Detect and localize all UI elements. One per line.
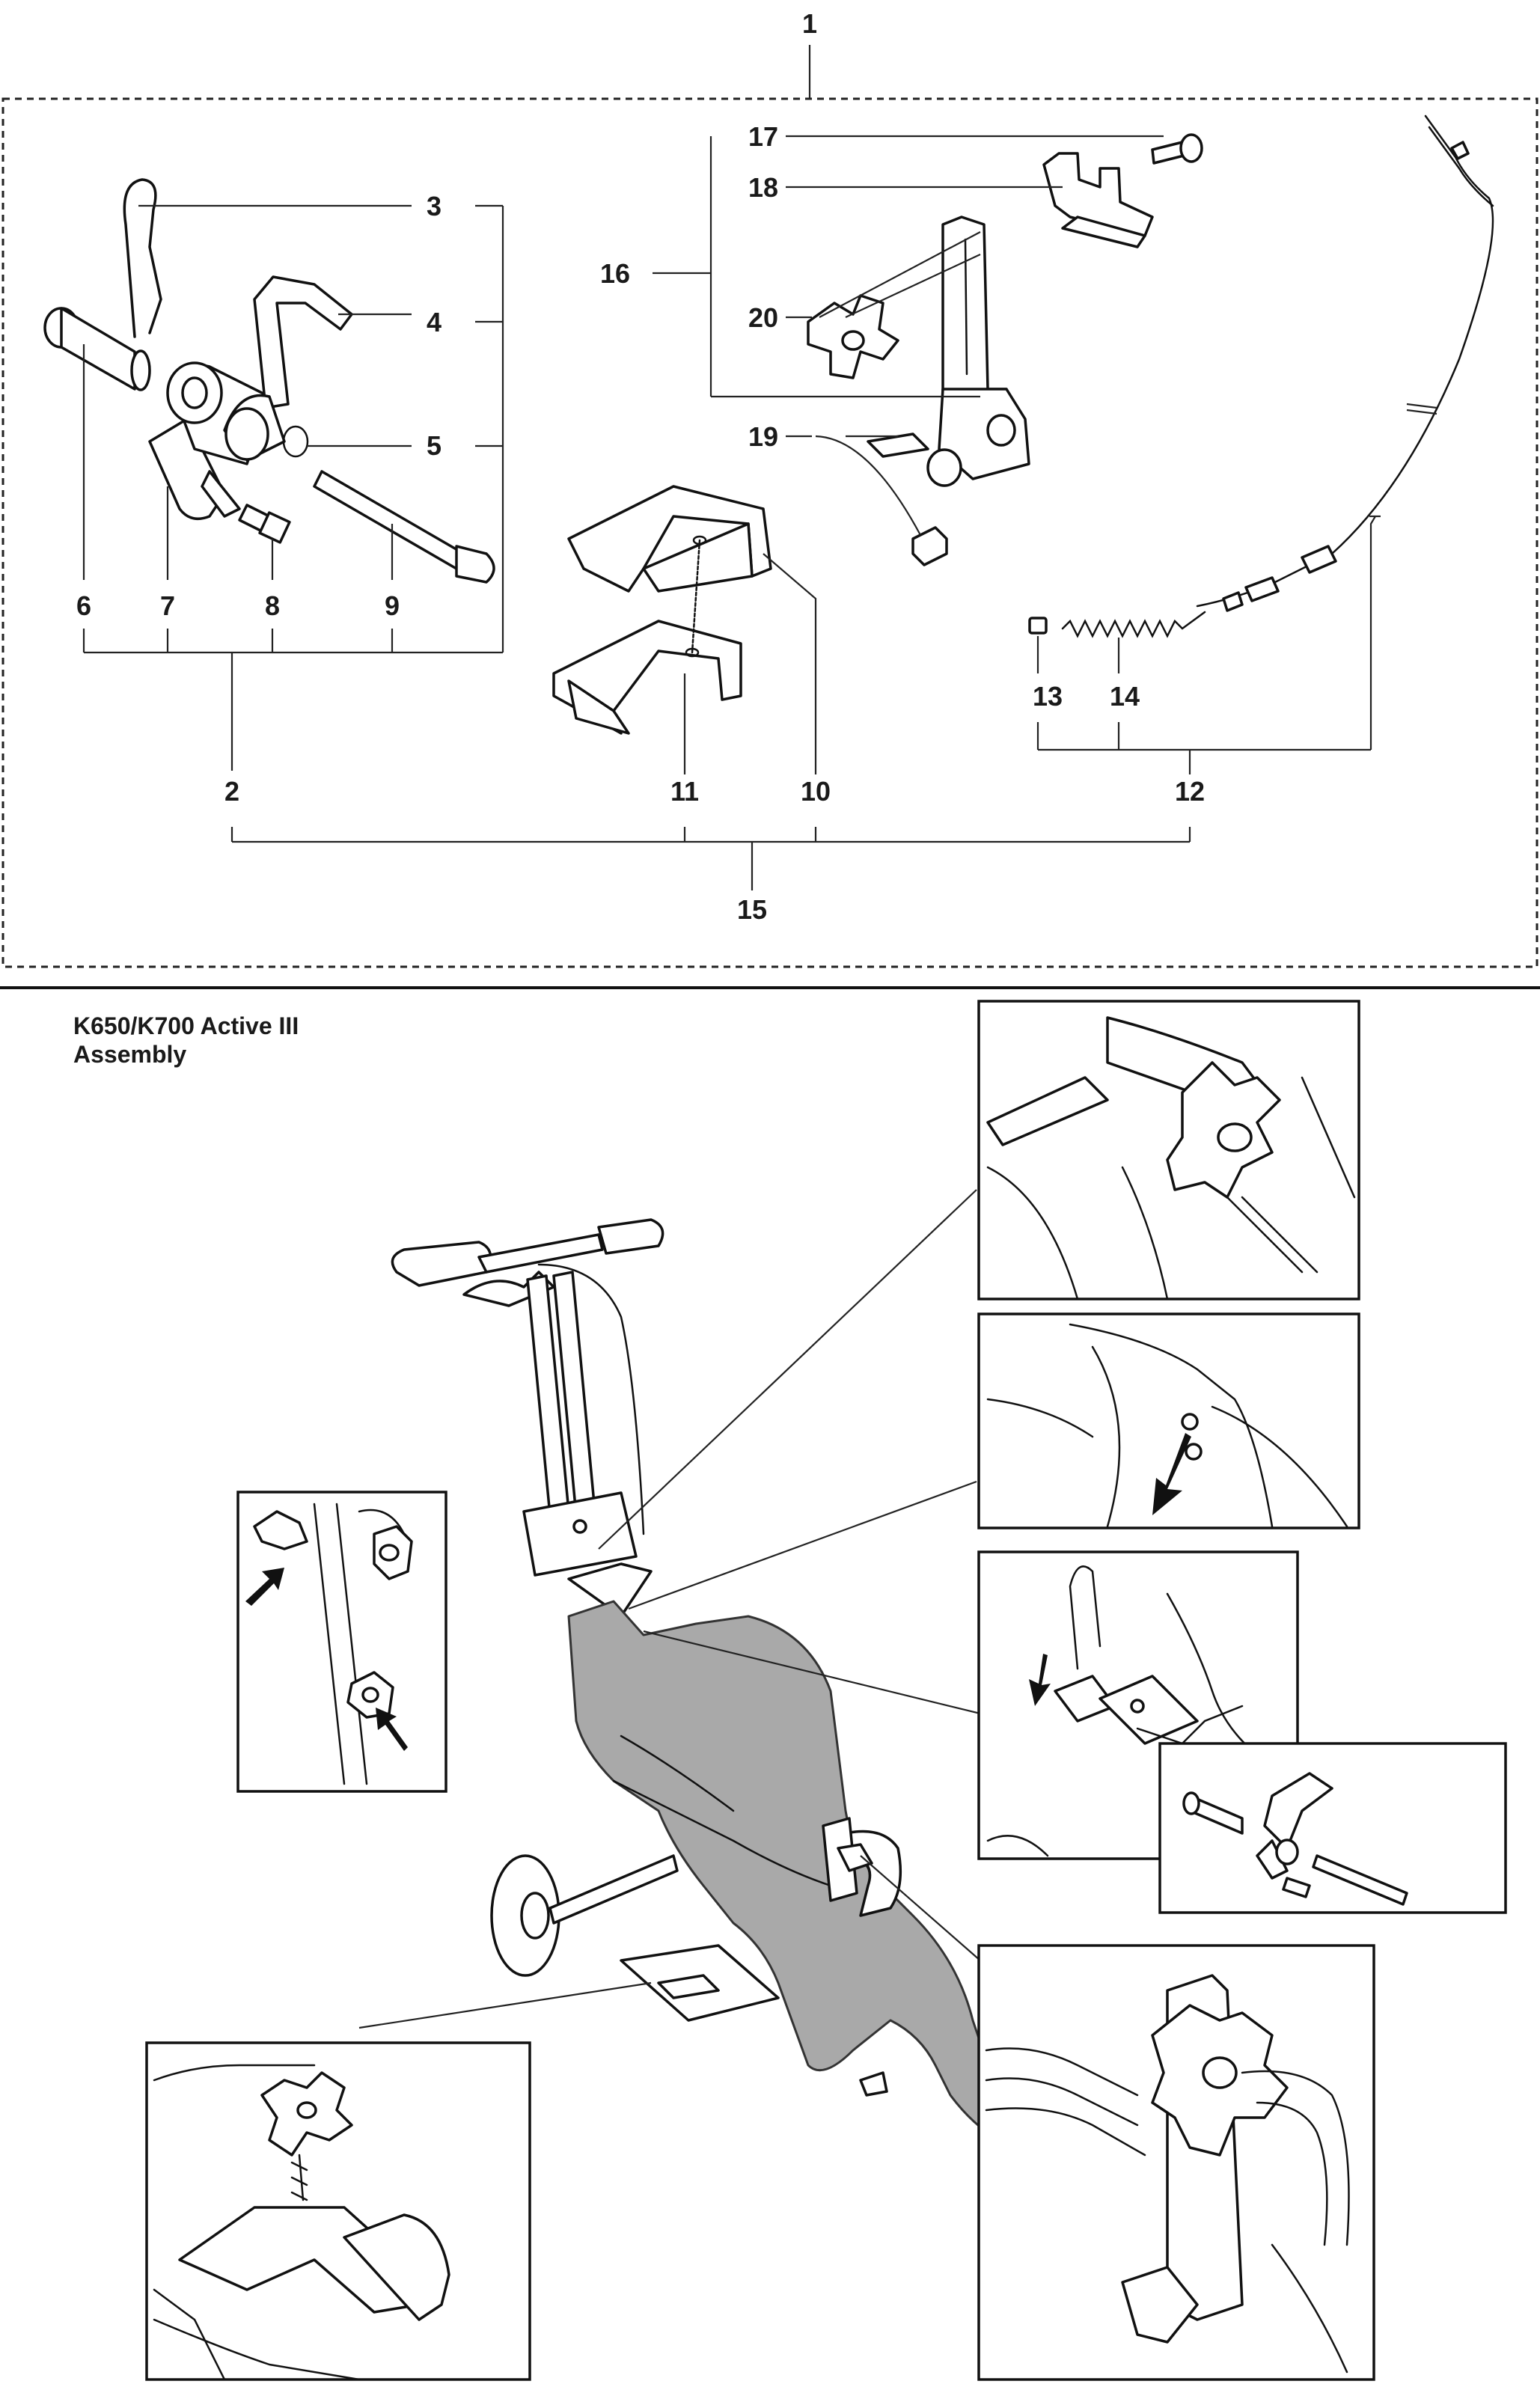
group-2-leaders — [82, 204, 504, 771]
ferrule-part — [1028, 617, 1048, 635]
arrow-icon — [376, 1708, 408, 1751]
callout-5: 5 — [427, 430, 441, 461]
callout-12: 12 — [1175, 776, 1205, 807]
callout-1: 1 — [802, 8, 817, 39]
assembly-title: K650/K700 Active III — [73, 1012, 299, 1039]
callout-7: 7 — [160, 590, 175, 621]
pin-part — [43, 307, 151, 391]
callout-9: 9 — [385, 590, 400, 621]
exploded-parts-section: 1 — [0, 8, 1540, 989]
callout-2: 2 — [224, 776, 239, 807]
return-spring-part — [1061, 611, 1206, 638]
kit-dashed-border — [1, 97, 1539, 968]
bent-handle-part — [253, 275, 353, 409]
group-16-leaders — [653, 135, 1164, 536]
callout-14: 14 — [1110, 681, 1140, 712]
screw-17-part — [1151, 133, 1203, 165]
callout-6: 6 — [76, 590, 91, 621]
group-2-lock-mechanism — [43, 178, 495, 584]
assembly-section: K650/K700 Active III Assembly — [73, 1000, 1507, 2381]
callout-18: 18 — [748, 172, 778, 203]
group-16-bracket — [807, 133, 1203, 566]
clamp-leaders — [683, 553, 817, 842]
arrow-icon — [1152, 1433, 1191, 1515]
assembly-subtitle: Assembly — [73, 1041, 186, 1068]
arrow-icon — [245, 1568, 284, 1606]
nut-19-part — [911, 526, 948, 566]
callout-8: 8 — [265, 590, 280, 621]
star-knob-part — [807, 294, 899, 379]
inset-connector-lines — [358, 1189, 981, 2029]
r-clip-part — [123, 178, 162, 338]
inset-bracket-knob — [977, 1944, 1375, 2381]
callout-4: 4 — [427, 307, 441, 337]
inset-tube-detail — [236, 1491, 447, 1793]
inset-foot-knob — [145, 2041, 531, 2381]
callout-16: 16 — [600, 258, 630, 289]
inset-knob-top — [977, 1000, 1360, 1300]
cart-with-power-cutter — [391, 1218, 1019, 2142]
fork-bracket-part — [1042, 152, 1154, 237]
callout-19: 19 — [748, 421, 778, 452]
cable-leaders — [230, 515, 1381, 890]
cable-assembly — [1028, 114, 1494, 638]
callout-10: 10 — [801, 776, 831, 807]
long-bolt-part — [313, 470, 495, 584]
callout-3: 3 — [427, 191, 441, 221]
callout-17: 17 — [748, 121, 778, 152]
clamp-parts — [552, 485, 772, 735]
callout-13: 13 — [1033, 681, 1063, 712]
callout-15: 15 — [737, 894, 767, 925]
small-screw-part — [238, 504, 291, 544]
circlip-part — [282, 425, 309, 458]
throttle-cable — [1196, 114, 1494, 608]
arrow-icon — [1029, 1654, 1051, 1706]
inset-mount-arrow — [977, 1312, 1360, 1529]
callout-20: 20 — [748, 302, 778, 333]
callout-11: 11 — [670, 776, 699, 807]
inset-lock-exploded — [1158, 1742, 1507, 1914]
cart-wheel — [490, 1854, 679, 1977]
